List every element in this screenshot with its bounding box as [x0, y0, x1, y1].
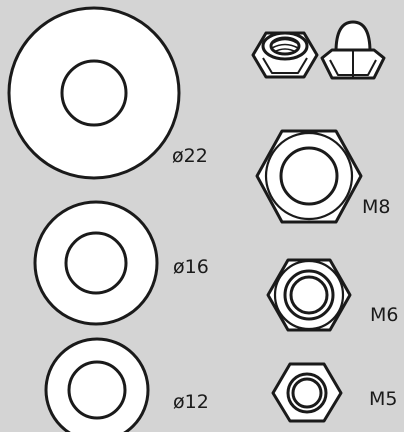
nut-m6-label: M6 — [370, 304, 399, 326]
hex-nut-m6 — [266, 258, 352, 332]
cap-nut — [320, 20, 386, 80]
washer-22 — [7, 6, 181, 180]
nut-m8-label: M8 — [362, 196, 391, 218]
hex-lock-nut — [251, 31, 319, 79]
washer-12-label: ø12 — [173, 391, 209, 413]
washer-12 — [44, 337, 150, 432]
washer-16-label: ø16 — [173, 256, 209, 278]
nut-m5-label: M5 — [369, 388, 398, 410]
hex-nut-m5 — [271, 362, 343, 423]
hex-nut-m8 — [255, 129, 363, 224]
washer-16 — [33, 200, 159, 326]
washer-22-label: ø22 — [172, 145, 208, 167]
